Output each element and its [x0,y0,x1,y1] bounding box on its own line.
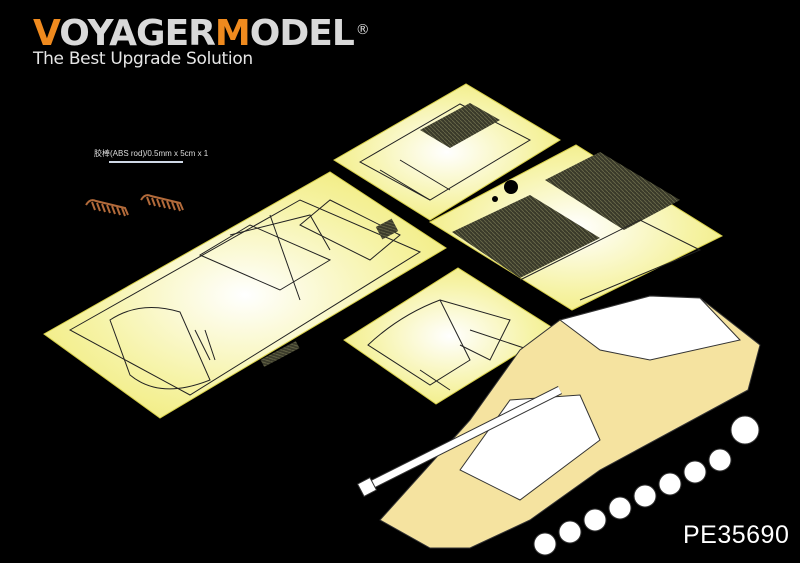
logo-text-odel: ODEL [249,13,355,54]
logo-text-oyager: OYAGER [59,13,216,54]
logo-wordmark: VOYAGERMODEL® [33,13,370,54]
tagline: The Best Upgrade Solution [33,49,253,69]
spring-icon [85,194,184,217]
brand-logo: VOYAGERMODEL® The Best Upgrade Solution [33,13,370,70]
pe-fret-right [428,144,724,311]
logo-letter-m: M [214,13,251,54]
registered-mark: ® [355,22,370,38]
pe-fret-large [43,171,447,419]
abs-rod [109,161,183,163]
logo-letter-v: V [33,13,60,54]
vehicle-drawing [356,295,761,556]
product-code: PE35690 [683,521,790,549]
abs-rod-label: 胶棒(ABS rod)/0.5mm x 5cm x 1 [94,149,209,158]
pe-fret-upper [333,83,561,221]
